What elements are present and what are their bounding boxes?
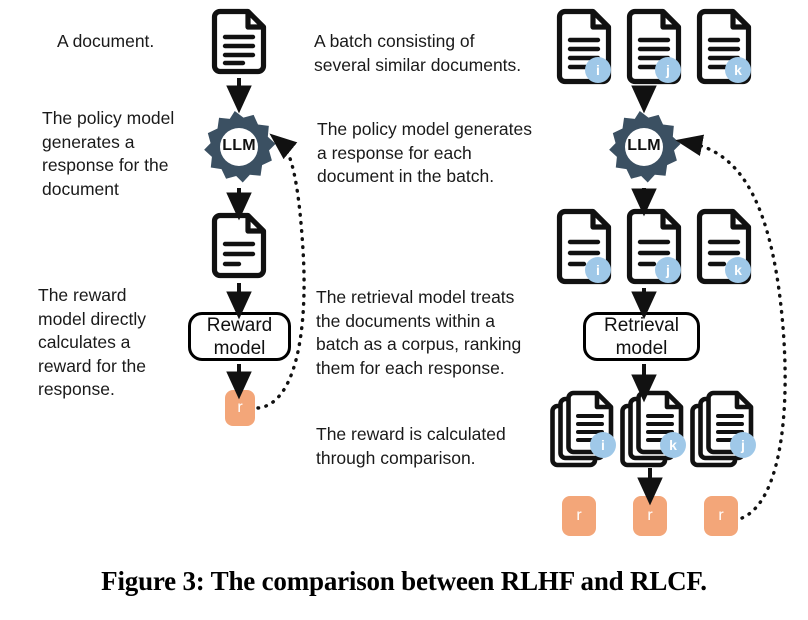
right-comparison-caption: The reward is calculated through compari… (316, 424, 506, 468)
left-response-document (209, 212, 269, 280)
document-icon (211, 8, 267, 75)
left-input-caption: A document. (57, 31, 155, 51)
document-stack-icon (550, 390, 614, 468)
document-badge-j: j (655, 257, 681, 283)
document-badge-j: j (655, 57, 681, 83)
ranked-document-stack-3: j (688, 390, 764, 472)
right-response-document-1: i (554, 208, 614, 286)
document-stack-icon (620, 390, 684, 468)
right-response-document-3: k (694, 208, 754, 286)
reward-model-box: Reward model (188, 312, 291, 361)
document-badge-i: i (585, 57, 611, 83)
document-badge-k: k (725, 57, 751, 83)
right-input-document-2: j (624, 8, 684, 86)
document-badge-k: k (660, 432, 686, 458)
left-llm-gear: LLM (201, 106, 277, 186)
left-reward-caption: The reward model directly calculates a r… (38, 285, 146, 399)
document-badge-i: i (590, 432, 616, 458)
left-reward-chip: r (225, 390, 255, 426)
gear-icon (609, 111, 681, 183)
document-stack-icon (690, 390, 754, 468)
right-llm-gear: LLM (606, 106, 682, 186)
right-input-document-1: i (554, 8, 614, 86)
right-reward-chip-2: r (633, 496, 667, 536)
right-policy-caption: The policy model generates a response fo… (317, 119, 532, 186)
right-input-caption: A batch consisting of several similar do… (314, 31, 522, 75)
left-llm-label: LLM (222, 137, 256, 154)
right-response-document-2: j (624, 208, 684, 286)
right-llm-label: LLM (627, 137, 661, 154)
ranked-document-stack-2: k (618, 390, 694, 472)
left-policy-caption: The policy model generates a response fo… (42, 108, 175, 199)
document-icon (211, 212, 267, 279)
retrieval-model-box: Retrieval model (583, 312, 700, 361)
right-input-document-3: k (694, 8, 754, 86)
document-badge-i: i (585, 257, 611, 283)
ranked-document-stack-1: i (548, 390, 624, 472)
right-retrieval-caption: The retrieval model treats the documents… (316, 287, 522, 378)
document-badge-k: k (725, 257, 751, 283)
document-badge-j: j (730, 432, 756, 458)
right-reward-chip-1: r (562, 496, 596, 536)
right-reward-chip-3: r (704, 496, 738, 536)
left-input-document (209, 8, 269, 76)
figure-caption: Figure 3: The comparison between RLHF an… (101, 566, 707, 596)
